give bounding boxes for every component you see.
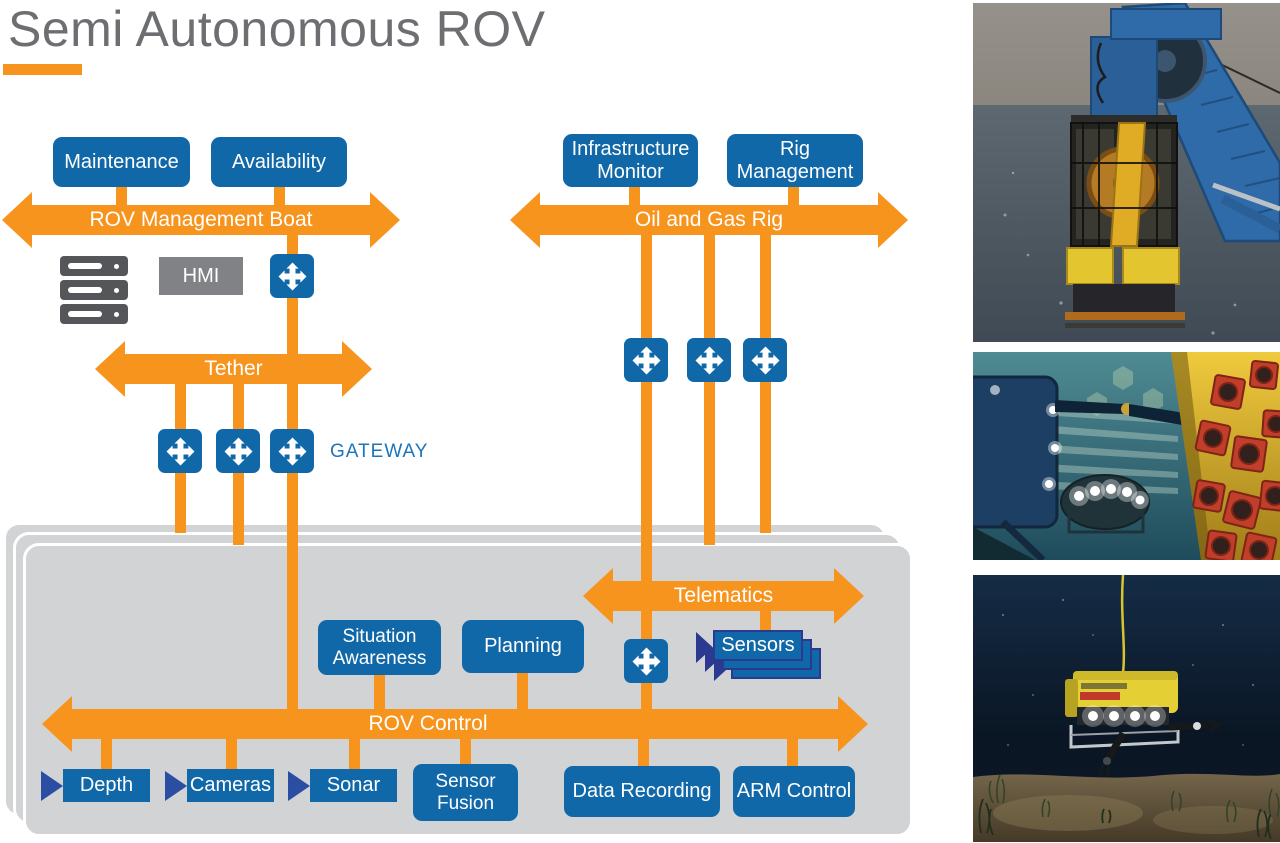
page-title: Semi Autonomous ROV: [8, 1, 546, 57]
connector-availability: [274, 186, 285, 206]
connector-planning: [517, 671, 528, 713]
gateway-icon-tether-3: [270, 429, 314, 473]
connector-cameras: [226, 735, 237, 771]
hmi-box: HMI: [159, 257, 243, 295]
connector-rig-to-rov: [641, 230, 652, 712]
connector-infra-monitor: [629, 187, 640, 206]
node-rig-management: Rig Management: [727, 134, 863, 187]
bus-arrow-oil-and-gas-rig: Oil and Gas Rig: [510, 192, 908, 248]
gateway-icon-boat: [270, 254, 314, 298]
connector-arm-control: [787, 735, 798, 771]
bus-label-rov-control: ROV Control: [368, 712, 488, 735]
connector-sonar: [349, 735, 360, 771]
camcorder-icon-front: Sensors: [696, 630, 803, 665]
bus-arrow-rov-control: ROV Control: [42, 696, 868, 752]
node-data-recording: Data Recording: [564, 766, 720, 817]
gateway-icon-tether-2: [216, 429, 260, 473]
node-sensors: Sensors: [713, 630, 803, 661]
gateway-label: GATEWAY: [330, 441, 429, 462]
photo-rov-launch-from-crane: [973, 3, 1280, 342]
photo-rov-at-subsea-panel: [973, 352, 1280, 560]
connector-maintenance: [116, 186, 127, 206]
node-arm-control: ARM Control: [733, 766, 855, 817]
node-depth: Depth: [63, 769, 150, 802]
connector-rig-management: [788, 187, 799, 206]
connector-depth: [101, 735, 112, 771]
gateway-icon-telematics: [624, 639, 668, 683]
connector-rig-2: [704, 230, 715, 545]
gateway-icon-rig-3: [743, 338, 787, 382]
gateway-icon-tether-1: [158, 429, 202, 473]
bus-label-rov-management-boat: ROV Management Boat: [89, 208, 313, 231]
connector-telematics-sensors: [760, 606, 771, 638]
bus-label-telematics: Telematics: [673, 584, 774, 607]
node-planning: Planning: [462, 620, 584, 673]
bus-arrow-telematics: Telematics: [583, 568, 864, 624]
photo-rov-above-seafloor: [973, 575, 1280, 842]
node-situation-awareness: Situation Awareness: [318, 620, 441, 675]
bus-label-tether: Tether: [204, 357, 263, 380]
node-cameras: Cameras: [187, 769, 274, 802]
bus-label-oil-and-gas-rig: Oil and Gas Rig: [634, 208, 784, 231]
connector-data-recording: [638, 735, 649, 771]
node-sonar: Sonar: [310, 769, 397, 802]
connector-situation-awareness: [374, 671, 385, 713]
title-underline: [3, 64, 82, 75]
node-availability: Availability: [211, 137, 347, 187]
server-icon: [60, 256, 128, 324]
sensors-stack-icon: Sensors: [696, 630, 836, 702]
node-maintenance: Maintenance: [53, 137, 190, 187]
node-sensor-fusion: Sensor Fusion: [413, 764, 518, 821]
bus-arrow-rov-management-boat: ROV Management Boat: [2, 192, 400, 248]
gateway-icon-rig-1: [624, 338, 668, 382]
bus-arrow-tether: Tether: [95, 341, 372, 397]
gateway-icon-rig-2: [687, 338, 731, 382]
connector-sensor-fusion: [460, 735, 471, 766]
node-infrastructure-monitor: Infrastructure Monitor: [563, 134, 698, 187]
